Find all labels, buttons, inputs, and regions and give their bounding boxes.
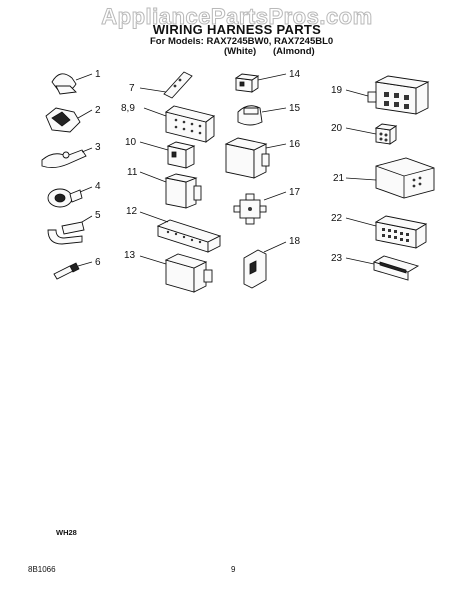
part-7-drawing	[139, 71, 193, 99]
part-3-drawing	[41, 147, 93, 169]
model-list: For Models: RAX7245BW0, RAX7245BL0	[150, 36, 334, 47]
callout-7: 7	[129, 83, 135, 94]
callout-21: 21	[333, 173, 345, 184]
part-1-drawing	[51, 73, 93, 95]
callout-15: 15	[289, 103, 301, 114]
callout-4: 4	[95, 181, 101, 192]
callout-14: 14	[289, 69, 301, 80]
part-21-drawing	[345, 157, 435, 199]
callout-5: 5	[95, 210, 101, 221]
page-title: WIRING HARNESS PARTS	[152, 22, 322, 37]
callout-13: 13	[124, 250, 136, 261]
part-12-drawing	[139, 211, 222, 253]
part-16-drawing	[224, 137, 287, 179]
part-17-drawing	[233, 191, 287, 225]
part-10-drawing	[139, 141, 196, 169]
part-2-drawing	[45, 107, 93, 133]
watermark: AppliancePartsPros.com	[101, 4, 373, 30]
callout-8-9: 8,9	[121, 103, 135, 114]
callout-11: 11	[127, 167, 138, 178]
part-5-drawing	[47, 215, 93, 245]
callout-12: 12	[126, 206, 138, 217]
callout-17: 17	[289, 187, 301, 198]
part-13-drawing	[139, 253, 213, 293]
callout-18: 18	[289, 236, 301, 247]
part-19-drawing	[345, 75, 430, 115]
callout-19: 19	[331, 85, 343, 96]
page-number: 9	[231, 565, 236, 574]
variant-white: (White)	[224, 46, 257, 57]
part-11-drawing	[139, 171, 202, 209]
part-23-drawing	[345, 255, 420, 281]
part-4-drawing	[47, 186, 93, 208]
footer-code: WH28	[56, 528, 77, 537]
document-number: 8B1066	[28, 565, 56, 574]
callout-16: 16	[289, 139, 301, 150]
callout-23: 23	[331, 253, 343, 264]
callout-3: 3	[95, 142, 101, 153]
part-18-drawing	[243, 241, 287, 289]
callout-6: 6	[95, 257, 101, 268]
part-6-drawing	[53, 261, 93, 280]
callout-22: 22	[331, 213, 343, 224]
part-15-drawing	[237, 105, 287, 126]
part-14-drawing	[234, 73, 287, 93]
callout-1: 1	[95, 69, 101, 80]
callout-20: 20	[331, 123, 343, 134]
variant-almond: (Almond)	[273, 46, 315, 57]
callout-2: 2	[95, 105, 101, 116]
part-8-9-drawing	[143, 105, 216, 143]
callout-10: 10	[125, 137, 137, 148]
part-20-drawing	[345, 123, 398, 145]
part-22-drawing	[345, 215, 428, 249]
